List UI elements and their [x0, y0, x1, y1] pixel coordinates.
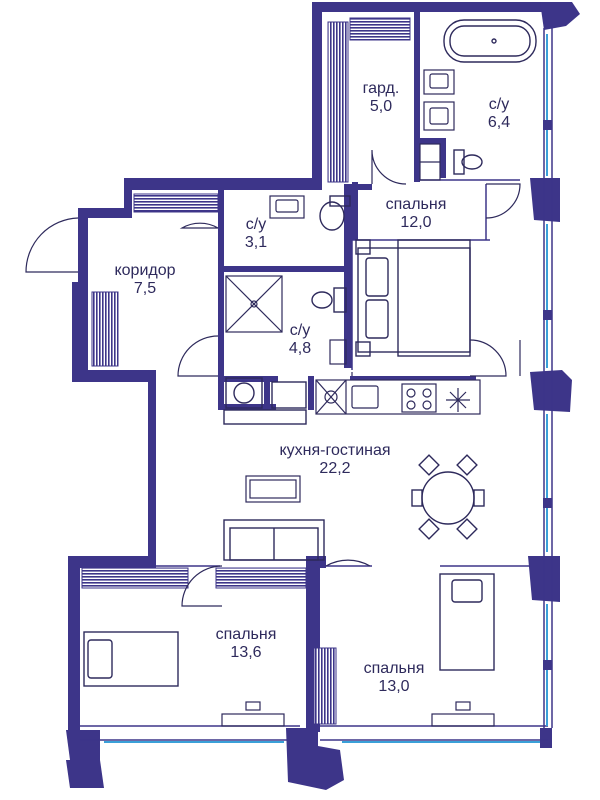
room-name: спальня	[363, 660, 425, 677]
room-label-bathroom-main: с/у 6,4	[470, 96, 528, 132]
shower-icon	[225, 275, 283, 333]
room-label-bedroom-left: спальня 13,6	[196, 626, 296, 662]
room-name: спальня	[385, 196, 447, 213]
room-name: с/у	[289, 322, 311, 339]
room-label-bedroom-right: спальня 13,0	[344, 660, 444, 696]
room-area: 22,2	[319, 459, 351, 477]
room-name: кухня-гостиная	[279, 442, 391, 459]
room-label-wardrobe: гард. 5,0	[348, 80, 414, 116]
bath-cabinet	[419, 143, 441, 181]
room-label-bathroom-small: с/у 3,1	[232, 216, 280, 252]
door-icon	[25, 149, 521, 607]
double-bed-icon	[355, 239, 471, 357]
room-area: 13,0	[378, 677, 410, 695]
room-area: 6,4	[487, 113, 511, 131]
room-area: 4,8	[288, 339, 312, 357]
stove-icon	[315, 379, 481, 415]
room-name: с/у	[488, 96, 510, 113]
room-area: 12,0	[400, 213, 432, 231]
sink-icon	[269, 69, 455, 365]
bathtub-icon	[443, 19, 537, 63]
room-name: гард.	[362, 80, 400, 97]
window-piers	[543, 120, 552, 670]
toilet-icon	[311, 149, 483, 313]
room-name: спальня	[215, 626, 277, 643]
washing-machine-icon	[223, 377, 307, 425]
tv-stand-icon	[221, 475, 495, 727]
room-area: 5,0	[369, 97, 393, 115]
room-name: с/у	[245, 216, 267, 233]
room-area: 13,6	[230, 643, 262, 661]
room-area: 7,5	[133, 279, 157, 297]
room-area: 3,1	[244, 233, 268, 251]
room-label-corridor: коридор 7,5	[100, 262, 190, 298]
windows	[104, 34, 548, 743]
wardrobe-icon	[81, 17, 411, 725]
single-bed-icon	[83, 573, 495, 687]
dining-table-icon	[411, 454, 485, 540]
room-label-bedroom-master: спальня 12,0	[372, 196, 460, 232]
sofa-icon	[223, 519, 325, 561]
room-label-shower-room: с/у 4,8	[272, 322, 328, 358]
room-label-kitchen-living: кухня-гостиная 22,2	[240, 442, 430, 478]
room-name: коридор	[114, 262, 176, 279]
